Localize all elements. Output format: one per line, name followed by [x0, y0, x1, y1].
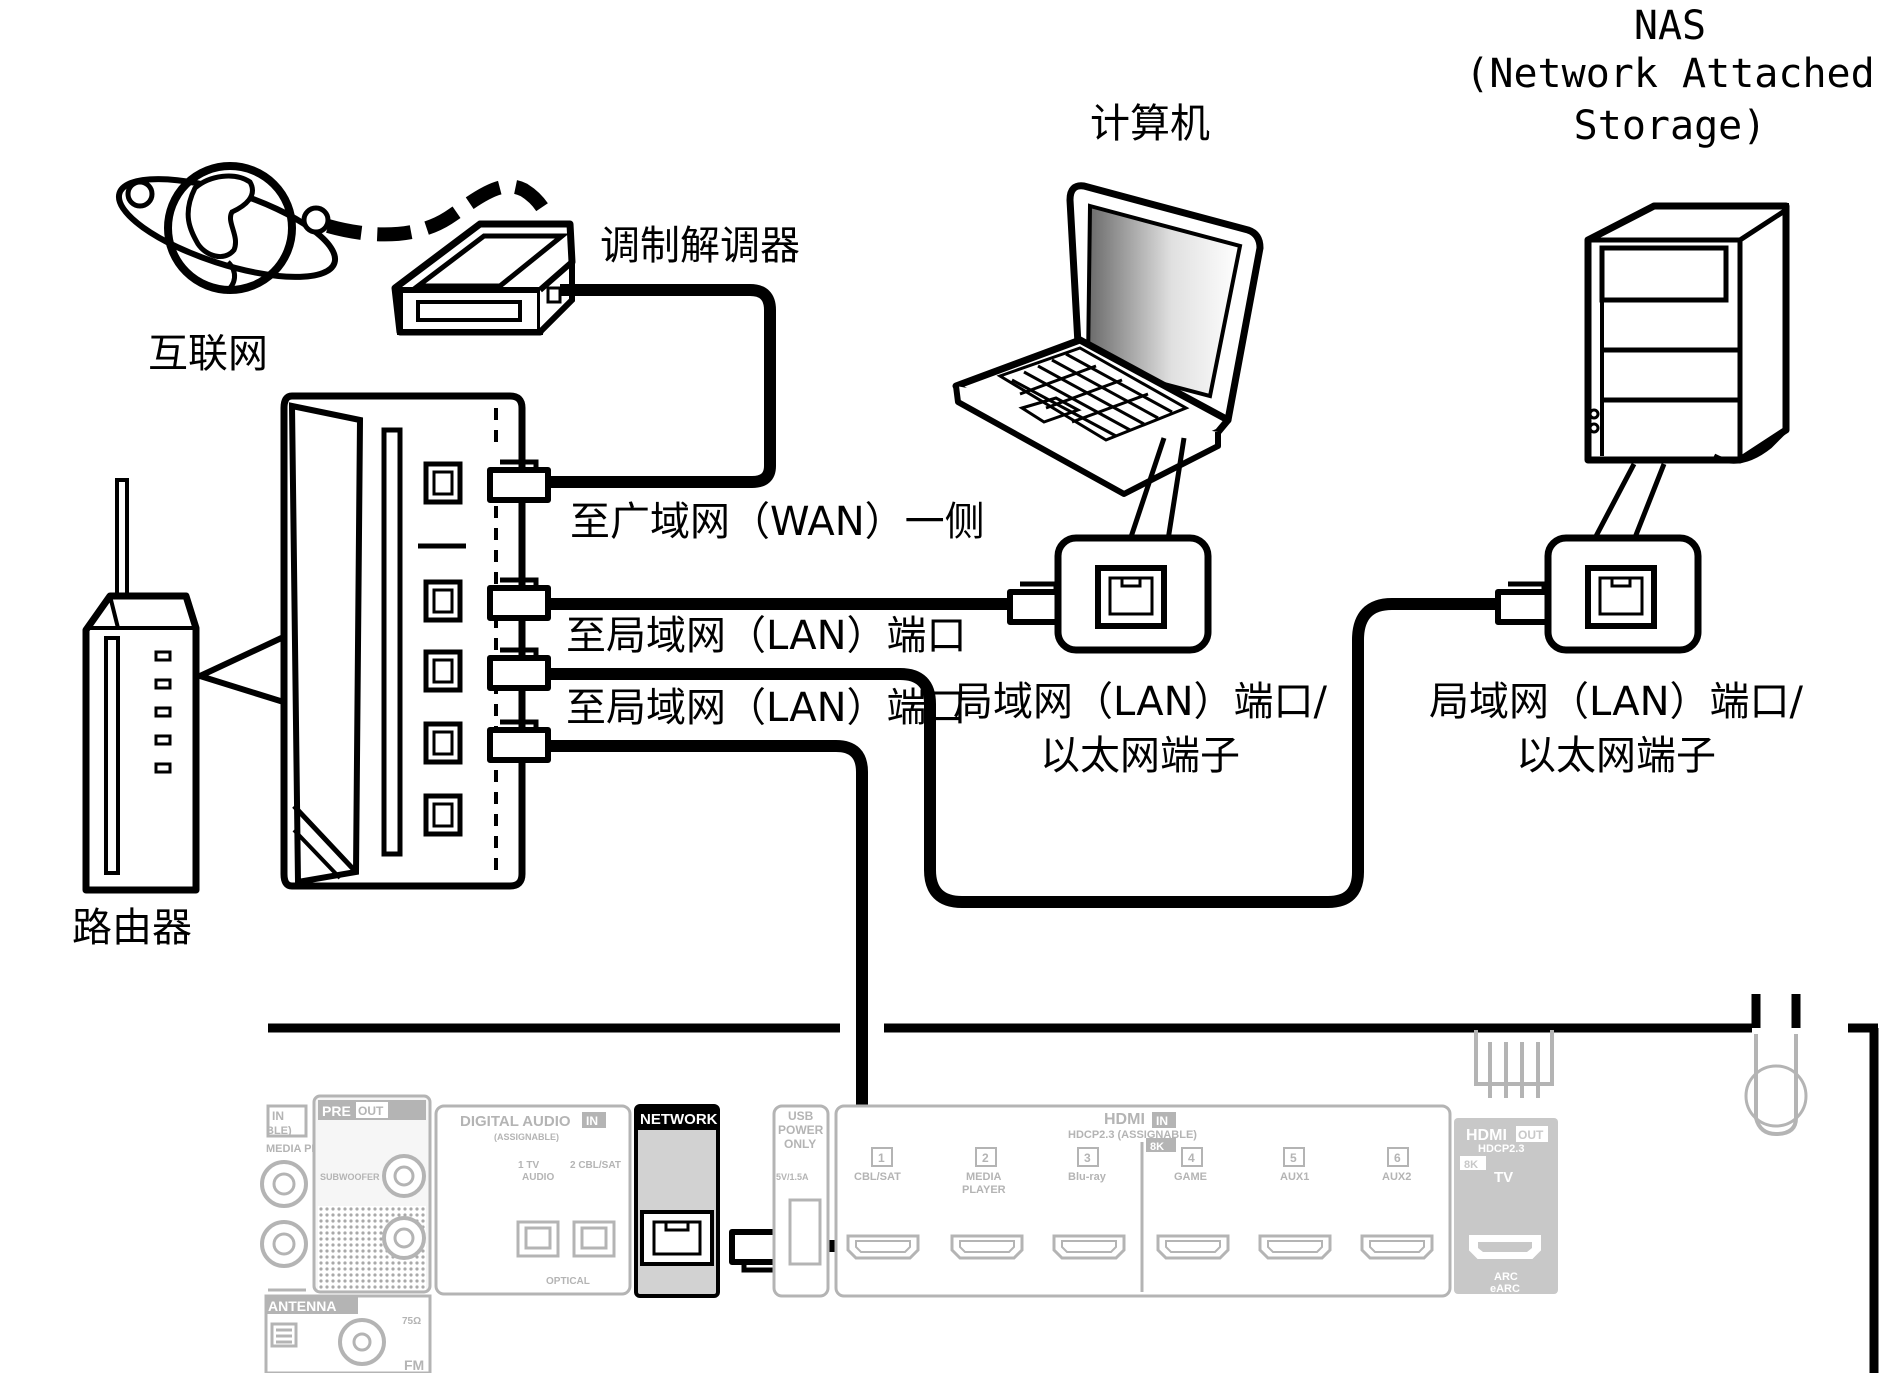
hdmi-input-2: 2 MEDIA PLAYER — [950, 1147, 1024, 1260]
hdmi-input-3: 3 Blu-ray — [1052, 1147, 1126, 1260]
lan-cable-nas — [548, 598, 1498, 908]
svg-text:CBL/SAT: CBL/SAT — [854, 1171, 901, 1183]
svg-text:MEDIA: MEDIA — [966, 1171, 1002, 1183]
hdmi-input-1: 1 CBL/SAT — [846, 1147, 920, 1260]
network-label: NETWORK — [640, 1111, 718, 1128]
nas-port-callout — [1544, 462, 1702, 654]
lan-port-label-2: 至局域网（LAN）端口 — [566, 685, 967, 731]
router-icon — [82, 478, 293, 894]
nas-tower-icon — [1584, 202, 1790, 464]
nas-title: NAS — [1633, 3, 1707, 49]
digital-audio-in-badge: IN — [586, 1114, 598, 1128]
nas-port-label-line1: 局域网（LAN）端口/ — [1429, 679, 1803, 725]
hdmi-out-label: HDMI — [1466, 1127, 1507, 1144]
digital-audio-label: DIGITAL AUDIO — [460, 1113, 571, 1130]
usb-power-label: POWER — [778, 1123, 824, 1137]
usb-label: USB — [788, 1109, 814, 1123]
nas-port-label-line2: 以太网端子 — [1516, 733, 1716, 779]
usb-rating-label: 5V/1.5A — [776, 1172, 809, 1182]
svg-text:5: 5 — [1290, 1151, 1297, 1165]
fm-label: FM — [404, 1357, 424, 1373]
hdmi-out-tv: TV — [1494, 1169, 1513, 1186]
computer-port-callout — [1054, 437, 1212, 654]
lan-port-label-1: 至局域网（LAN）端口 — [566, 613, 967, 659]
router-label: 路由器 — [72, 905, 192, 951]
computer-port-label-line2: 以太网端子 — [1040, 733, 1240, 779]
nas-subtitle-line1: (Network Attached — [1465, 51, 1875, 97]
hdmi-out-8k: 8K — [1464, 1159, 1478, 1171]
optical-label: OPTICAL — [546, 1276, 590, 1287]
earc-label: eARC — [1490, 1283, 1520, 1295]
svg-text:3: 3 — [1084, 1151, 1091, 1165]
hdmi-input-6: 6 AUX2 — [1360, 1147, 1434, 1260]
internet-label: 互联网 — [148, 331, 268, 377]
pre-out-label: PRE — [322, 1103, 351, 1119]
computer-label: 计算机 — [1090, 101, 1210, 147]
svg-text:1: 1 — [878, 1151, 885, 1165]
ohm-label: 75Ω — [402, 1316, 421, 1327]
computer-port-label-line1: 局域网（LAN）端口/ — [953, 679, 1327, 725]
svg-text:AUX2: AUX2 — [1382, 1171, 1411, 1183]
hdmi-input-4: 4 GAME — [1156, 1147, 1230, 1260]
digital-assignable-label: (ASSIGNABLE) — [494, 1132, 559, 1142]
modem-label: 调制解调器 — [600, 223, 800, 269]
hdmi-out-hdcp: HDCP2.3 — [1478, 1143, 1524, 1155]
pre-out-badge: OUT — [358, 1104, 384, 1118]
laptop-computer-icon — [952, 182, 1264, 497]
modem-icon — [391, 220, 576, 336]
hdmi-8k-badge: 8K — [1150, 1141, 1164, 1153]
svg-text:2: 2 — [982, 1151, 989, 1165]
svg-text:Blu-ray: Blu-ray — [1068, 1171, 1107, 1183]
arc-label: ARC — [1494, 1271, 1518, 1283]
in-badge-left: IN — [272, 1109, 284, 1123]
wan-side-label: 至广域网（WAN）一侧 — [570, 499, 985, 545]
hdmi-in-badge: IN — [1156, 1114, 1168, 1128]
internet-globe-icon — [115, 162, 339, 294]
receiver-rear-panel: IN BLE) MEDIA PLAYER PRE OUT SUBWOOFER 1… — [260, 994, 1879, 1375]
antenna-label: ANTENNA — [268, 1298, 336, 1314]
usb-only-label: ONLY — [784, 1137, 816, 1151]
nas-subtitle-line2: Storage) — [1573, 103, 1767, 149]
optical-2-label: 2 CBL/SAT — [570, 1160, 621, 1171]
optical-1b-label: AUDIO — [522, 1172, 554, 1183]
router-enlarged-panel — [280, 392, 548, 890]
subwoofer-label: SUBWOOFER 1 — [320, 1172, 387, 1182]
svg-text:GAME: GAME — [1174, 1171, 1207, 1183]
ble-label: BLE) — [266, 1125, 292, 1137]
svg-text:6: 6 — [1394, 1151, 1401, 1165]
svg-text:4: 4 — [1188, 1151, 1195, 1165]
hdmi-input-5: 5 AUX1 — [1258, 1147, 1332, 1260]
optical-1-label: 1 TV — [518, 1160, 539, 1171]
hdcp-label: HDCP2.3 (ASSIGNABLE) — [1068, 1129, 1197, 1141]
wan-cable — [548, 284, 776, 488]
internet-link-dashed — [326, 179, 555, 242]
hdmi-in-label: HDMI — [1104, 1111, 1145, 1128]
hdmi-out-badge: OUT — [1518, 1128, 1544, 1142]
svg-text:PLAYER: PLAYER — [962, 1184, 1006, 1196]
svg-text:AUX1: AUX1 — [1280, 1171, 1309, 1183]
